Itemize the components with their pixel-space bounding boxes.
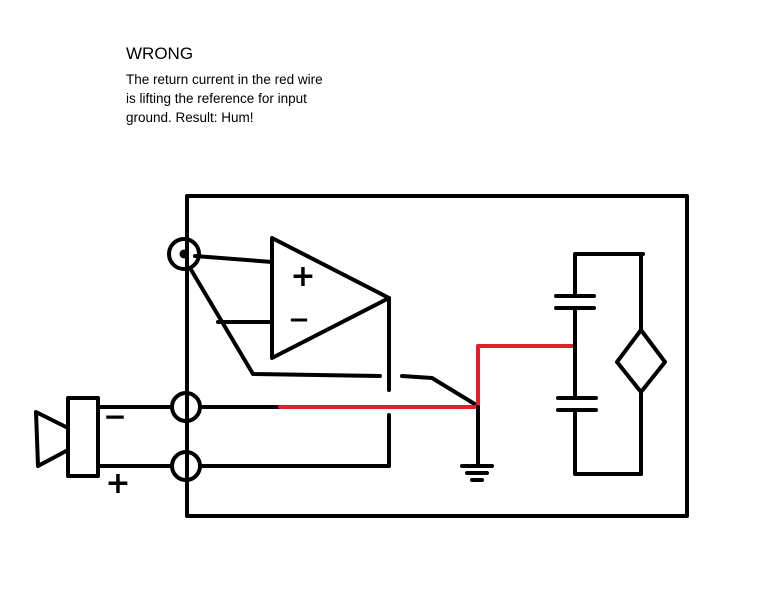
signal-wire — [193, 254, 274, 264]
amp-ground-lead — [400, 374, 480, 408]
opamp-plus-label: + — [290, 259, 315, 294]
opamp-minus-label: − — [288, 305, 310, 335]
caption-line-1: The return current in the red wire — [126, 72, 323, 87]
caption-line-3: ground. Result: Hum! — [126, 110, 254, 125]
caption-block: WRONG The return current in the red wire… — [126, 44, 323, 127]
input-connector — [167, 237, 201, 271]
input-ground-wire — [188, 266, 382, 378]
ground-icon — [460, 464, 494, 482]
capacitor-gap-upper — [571, 298, 579, 306]
return-current-wire — [278, 344, 577, 409]
capacitor-gap-lower — [571, 400, 579, 408]
caption-title: WRONG — [126, 44, 194, 63]
capacitor-upper-icon — [554, 294, 596, 310]
rectifier-diamond-icon — [615, 328, 667, 394]
caption-line-2: is lifting the reference for input — [126, 91, 307, 106]
input-connector-pin — [179, 249, 189, 259]
phone-jack-plug-icon — [34, 396, 100, 478]
capacitor-lower-icon — [556, 396, 598, 412]
supply-frame — [573, 252, 645, 476]
opamp-triangle — [270, 236, 391, 360]
jack-plus-label: + — [105, 466, 130, 501]
enclosure — [185, 194, 689, 518]
jack-minus-label: − — [103, 400, 126, 433]
